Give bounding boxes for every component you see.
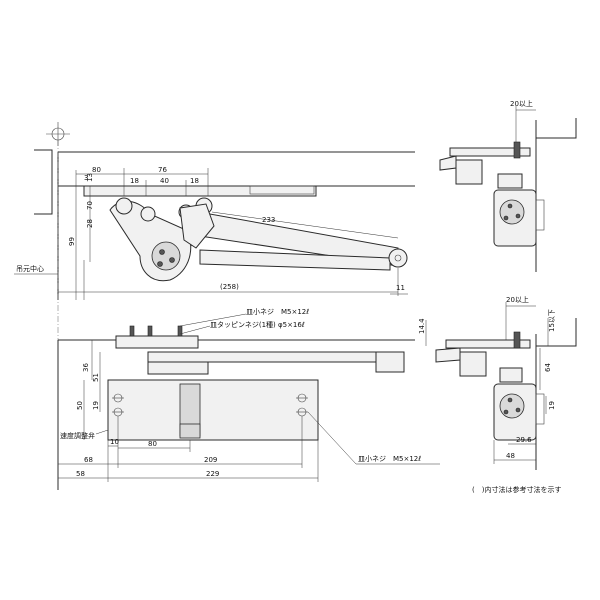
side-arm-block-bottom	[459, 351, 487, 377]
bracket-pivot-center	[140, 206, 156, 222]
mounting-holes	[112, 393, 308, 417]
dim-36: 36	[82, 363, 90, 372]
dim-11: 11	[396, 284, 405, 292]
dim-20-over-top: 20以上	[510, 99, 533, 108]
pinion-screw-2	[169, 257, 175, 263]
dim-19: 19	[92, 401, 100, 410]
forearm	[199, 249, 391, 271]
pinion-screw-3	[157, 261, 163, 267]
pinion-housing	[151, 241, 181, 271]
side-arm-tip-bottom	[435, 347, 461, 363]
dim-50: 50	[76, 401, 84, 410]
screw-right-label: 皿小ネジ M5×12ℓ	[358, 454, 421, 463]
main-arm-elevation	[147, 351, 405, 363]
dim-10: 10	[110, 438, 119, 446]
footnote: ( )内寸法は参考寸法を示す	[472, 485, 561, 494]
dim-76: 76	[158, 166, 167, 174]
side-arm-tip-top	[439, 155, 457, 171]
dim-233: 233	[262, 216, 275, 224]
dim-258: (258)	[220, 283, 239, 291]
linkage-arm-right	[179, 203, 215, 249]
dim-14-4: 14.4	[418, 318, 426, 334]
closer-cap	[249, 185, 315, 195]
dim-99: 99	[68, 237, 76, 246]
dim-15-under: 15以下	[548, 309, 556, 332]
side-plate-bottom	[535, 393, 545, 425]
side-pinion-top	[497, 173, 523, 189]
dim-13: 13	[86, 173, 94, 182]
dim-51: 51	[92, 373, 100, 382]
dim-40: 40	[160, 177, 169, 185]
arm-end-pivot	[388, 248, 408, 268]
speed-adjust-valve-label: 速度調整弁	[60, 431, 95, 440]
hinge-center-label: 吊元中心	[16, 264, 44, 273]
pinion-screw-1	[159, 249, 165, 255]
front-view: 皿小ネジ M5×12ℓ 皿タッピンネジ(1種) φ5×16ℓ 速度調整弁 皿小ネ…	[57, 307, 440, 490]
dim-19-side: 19	[548, 401, 556, 410]
dim-28: 28	[86, 219, 94, 228]
side-screw-top	[513, 141, 521, 159]
dim-64: 64	[544, 363, 552, 372]
dim-58: 58	[76, 470, 85, 478]
side-closer-cap-top	[499, 199, 525, 225]
arm-end-pin	[394, 254, 402, 262]
frame-bracket	[34, 149, 53, 215]
screw-top-2	[147, 325, 153, 337]
closer-body-plan	[83, 185, 317, 197]
dim-229: 229	[206, 470, 219, 478]
dim-70: 70	[86, 201, 94, 210]
side-view-bottom: 20以上 15以下 14.4 64 19 29.6 48	[418, 295, 577, 470]
arm-shoe	[147, 361, 209, 375]
side-bracket-bottom	[445, 339, 531, 349]
dim-18-left: 18	[130, 177, 139, 185]
side-view-top: 20以上	[439, 99, 577, 272]
side-screw-bottom	[513, 331, 521, 349]
dim-48: 48	[506, 452, 515, 460]
arm-end-elevation	[375, 351, 405, 373]
dim-209: 209	[204, 456, 217, 464]
side-bracket-top	[449, 147, 531, 157]
side-arm-block-top	[455, 159, 483, 185]
dim-80-front: 80	[148, 440, 157, 448]
closer-body-elevation	[107, 379, 319, 441]
top-view: 80 76 18 40 18 233 99 28 70 13 3 (258) 1…	[14, 122, 415, 490]
screw-top-label: 皿小ネジ M5×12ℓ	[246, 307, 309, 316]
pinion-cap	[179, 423, 201, 439]
dim-3: 3	[84, 174, 88, 182]
dim-80: 80	[92, 166, 101, 174]
side-plate-top	[535, 199, 545, 231]
screw-top-3	[177, 325, 183, 337]
dim-29-6: 29.6	[516, 436, 532, 444]
bracket-pivot-left	[115, 197, 133, 215]
screw-top-1	[129, 325, 135, 337]
dim-68: 68	[84, 456, 93, 464]
dim-20-over-bottom: 20以上	[506, 295, 529, 304]
side-closer-cap-bottom	[499, 393, 525, 419]
tapping-screw-label: 皿タッピンネジ(1種) φ5×16ℓ	[210, 320, 305, 329]
side-pinion-bottom	[499, 367, 523, 383]
side-frame-top	[535, 118, 577, 272]
bracket-plate	[115, 335, 199, 349]
dim-18-right: 18	[190, 177, 199, 185]
